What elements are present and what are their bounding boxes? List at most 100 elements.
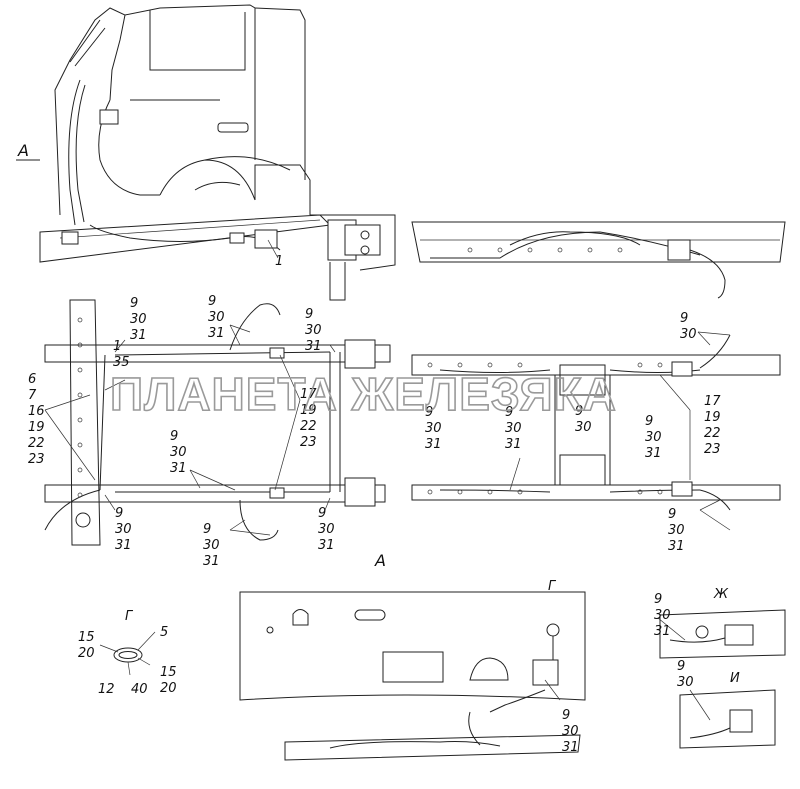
callout-number: 30 — [130, 312, 147, 327]
callout-g4: 12 — [98, 682, 115, 697]
callout-number: 30 — [318, 522, 335, 537]
callout-number: 17 — [704, 394, 721, 409]
callout-number: 30 — [505, 421, 522, 436]
callout-number: 9 — [203, 522, 211, 537]
callout-number: 30 — [170, 445, 187, 460]
callout-number: 9 — [305, 307, 313, 322]
watermark: ПЛАНЕТА ЖЕЛЕЗЯКА — [110, 368, 617, 420]
svg-text:1: 1 — [275, 254, 283, 269]
callout-number: 1 — [113, 339, 121, 354]
callout-number: 22 — [28, 436, 45, 451]
callout-number: 40 — [131, 682, 148, 697]
frame-plan-left — [44, 299, 391, 546]
callout-number: 30 — [305, 323, 322, 338]
frame-side-view — [411, 221, 786, 299]
callout-number: 9 — [208, 294, 216, 309]
leader-lines — [44, 324, 731, 701]
callout-number: 9 — [170, 429, 178, 444]
callout-number: 12 — [98, 682, 115, 697]
callout-number: 31 — [305, 339, 322, 354]
callout-number: 9 — [562, 708, 570, 723]
callout-number: 20 — [78, 646, 95, 661]
callout-number: 30 — [677, 675, 694, 690]
cab-side-view: 1 — [39, 4, 396, 301]
callout-number: 31 — [318, 538, 335, 553]
callout-number: 15 — [160, 665, 177, 680]
callout-number: 9 — [115, 506, 123, 521]
callout-number: 9 — [505, 405, 513, 420]
callout-number: 31 — [668, 539, 685, 554]
callout-number: 30 — [562, 724, 579, 739]
callout-number: 9 — [680, 311, 688, 326]
callout-number: 30 — [203, 538, 220, 553]
callout-number: 19 — [300, 403, 317, 418]
rear-panel-view — [239, 591, 586, 761]
callout-number: 23 — [704, 442, 721, 457]
callout-number: 9 — [645, 414, 653, 429]
callout-number: 15 — [78, 630, 95, 645]
callout-number: 9 — [654, 592, 662, 607]
view-label-i: И — [730, 671, 740, 686]
callout-g5: 40 — [131, 682, 148, 697]
callout-number: 30 — [654, 608, 671, 623]
detail-i — [679, 689, 776, 749]
detail-zh — [657, 609, 786, 659]
callout-number: 6 — [28, 372, 36, 387]
callout-number: 35 — [113, 355, 130, 370]
callout-number: 31 — [505, 437, 522, 452]
callout-number: 9 — [668, 507, 676, 522]
callout-number: 31 — [562, 740, 579, 755]
callout-number: 9 — [575, 404, 583, 419]
callout-number: 30 — [680, 327, 697, 342]
callout-number: 31 — [654, 624, 671, 639]
callout-number: 30 — [208, 310, 225, 325]
callout-number: 19 — [704, 410, 721, 425]
callout-number: 17 — [300, 387, 317, 402]
callout-number: 30 — [645, 430, 662, 445]
frame-plan-right — [411, 334, 781, 511]
view-label-g-panel: Г — [548, 579, 557, 594]
callout-number: 31 — [130, 328, 147, 343]
callout-number: 9 — [318, 506, 326, 521]
callout-number: 16 — [28, 404, 45, 419]
callout-number: 9 — [130, 296, 138, 311]
callout-number: 20 — [160, 681, 177, 696]
callout-number: 31 — [115, 538, 132, 553]
callout-number: 9 — [425, 405, 433, 420]
callout-number: 23 — [28, 452, 45, 467]
view-label-zh: Ж — [713, 587, 729, 602]
callout-number: 23 — [300, 435, 317, 450]
view-label-g-detail: Г — [125, 609, 134, 624]
callout-number: 31 — [425, 437, 442, 452]
callout-number: 30 — [575, 420, 592, 435]
callout-number: 9 — [677, 659, 685, 674]
callout-number: 5 — [160, 625, 168, 640]
callout-number: 7 — [28, 388, 37, 403]
callout-number: 19 — [28, 420, 45, 435]
callout-number: 22 — [704, 426, 721, 441]
detail-g-lamp — [99, 631, 156, 676]
